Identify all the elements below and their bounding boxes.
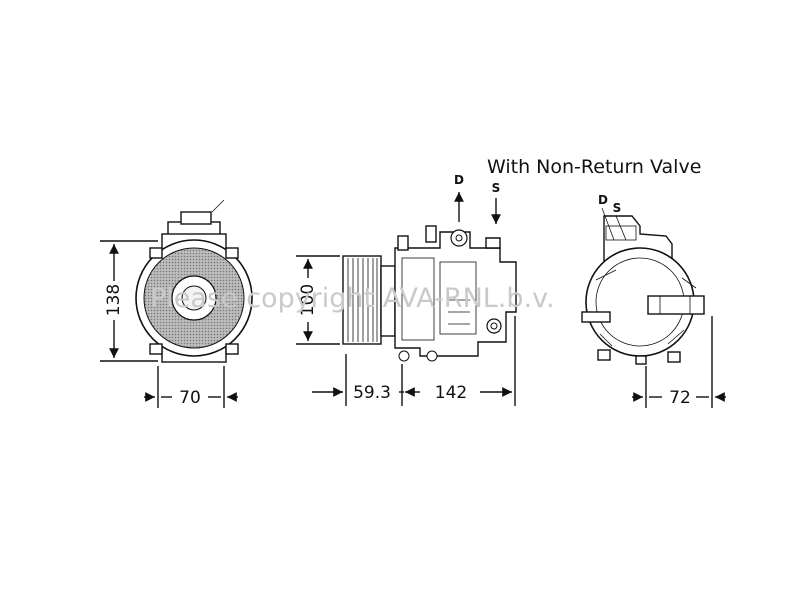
port-discharge: D [454,173,464,222]
dimension-front-width: 70 [144,366,238,408]
side-length-label: 142 [435,383,467,403]
side-pulley-label: 100 [298,284,318,316]
suction-port-label: S [492,181,501,195]
front-height-label: 138 [104,284,124,316]
dimension-side-length: 59.3 142 [312,316,516,406]
port-suction: S [491,181,501,224]
rear-suction-label: S [613,201,622,215]
dimension-front-height: 138 [100,240,158,362]
caption-text: With Non-Return Valve [487,156,701,178]
dimension-side-pulley: 100 [296,255,340,345]
rear-discharge-label: D [598,193,608,207]
rear-ports: D S [598,193,627,241]
rear-view [581,215,705,365]
rear-width-label: 72 [669,388,691,408]
front-width-label: 70 [179,388,201,408]
side-offset-label: 59.3 [353,383,391,403]
pulley-grooves [347,258,378,342]
side-view [342,225,517,362]
watermark-text: Please copyright AVA-RNL.b.v. [150,283,555,314]
discharge-port-label: D [454,173,464,187]
front-view [135,199,253,363]
dimension-rear-width: 72 [632,316,726,408]
